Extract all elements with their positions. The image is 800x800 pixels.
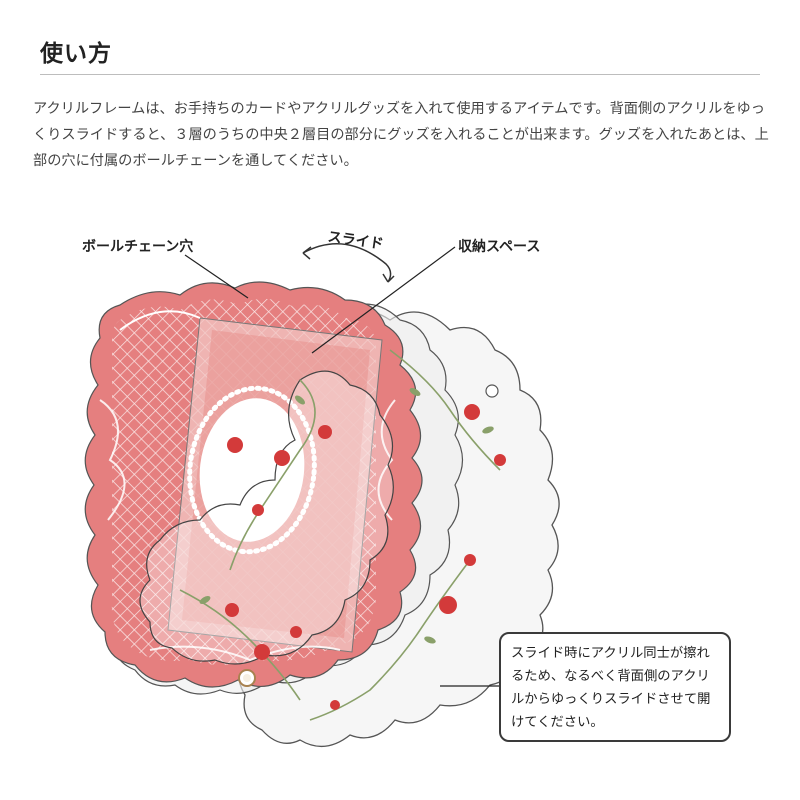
space-callout-line bbox=[311, 246, 456, 354]
title-divider bbox=[40, 74, 760, 75]
usage-description: アクリルフレームは、お手持ちのカードやアクリルグッズを入れて使用するアイテムです… bbox=[33, 101, 769, 169]
storage-space-label: 収納スペース bbox=[458, 239, 541, 255]
rose-decorations bbox=[179, 349, 506, 721]
page-title: 使い方 bbox=[40, 41, 112, 67]
slide-arrow-icon bbox=[302, 242, 395, 283]
hole-callout-line bbox=[184, 254, 249, 299]
ball-chain-hole-label: ボールチェーン穴 bbox=[82, 239, 194, 255]
front-acrylic-overlay bbox=[139, 370, 394, 665]
slide-caution-note: スライド時にアクリル同士が擦れるため、なるべく背面側のアクリルからゆっくりスライ… bbox=[499, 632, 731, 742]
front-pink-frame bbox=[84, 281, 423, 688]
